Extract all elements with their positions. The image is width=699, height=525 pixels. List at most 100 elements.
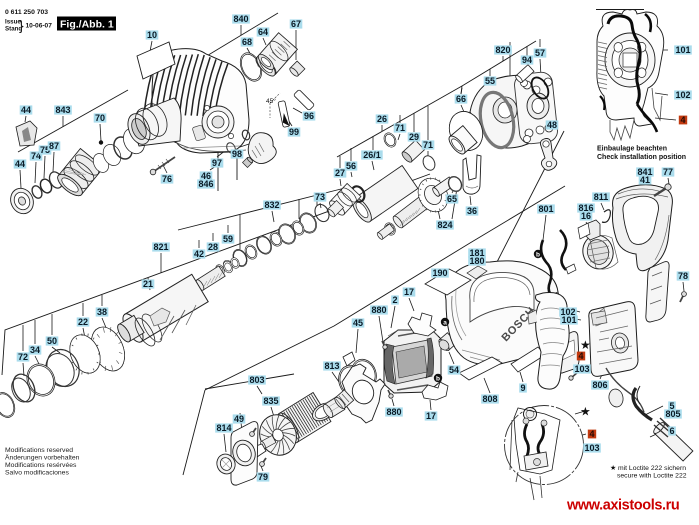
svg-text:72: 72	[18, 352, 28, 362]
svg-text:}: }	[19, 17, 24, 33]
svg-text:★: ★	[580, 338, 591, 352]
svg-text:65: 65	[447, 194, 457, 204]
svg-text:180: 180	[469, 256, 484, 266]
svg-text:www.axistools.ru: www.axistools.ru	[566, 498, 679, 514]
svg-text:Fig./Abb. 1: Fig./Abb. 1	[60, 19, 114, 31]
svg-text:54: 54	[449, 365, 459, 375]
svg-text:806: 806	[592, 380, 607, 390]
svg-text:44: 44	[15, 159, 25, 169]
svg-text:Modifications resérvées: Modifications resérvées	[5, 462, 77, 469]
svg-text:835: 835	[263, 396, 278, 406]
svg-text:48: 48	[547, 120, 557, 130]
svg-text:813: 813	[324, 361, 339, 371]
svg-text:b: b	[536, 251, 540, 258]
svg-text:103: 103	[574, 364, 589, 374]
svg-text:secure with Loctite 222: secure with Loctite 222	[617, 473, 687, 480]
svg-text:5: 5	[669, 401, 674, 411]
svg-text:26/1: 26/1	[363, 150, 381, 160]
svg-text:820: 820	[495, 45, 510, 55]
svg-text:Modifications reserved: Modifications reserved	[5, 447, 73, 454]
svg-text:a: a	[443, 319, 447, 326]
svg-text:102: 102	[675, 90, 690, 100]
svg-text:45: 45	[353, 318, 363, 328]
svg-text:17: 17	[426, 411, 436, 421]
svg-text:Check installation position: Check installation position	[597, 154, 686, 161]
svg-text:4: 4	[680, 115, 685, 125]
svg-text:26: 26	[377, 114, 387, 124]
svg-text:74: 74	[31, 151, 41, 161]
svg-text:0 611 250 703: 0 611 250 703	[5, 9, 48, 16]
svg-text:808: 808	[482, 394, 497, 404]
svg-text:101: 101	[675, 45, 690, 55]
svg-text:50: 50	[47, 336, 57, 346]
svg-text:Salvo modificaciones: Salvo modificaciones	[5, 470, 69, 477]
svg-text:102: 102	[560, 307, 575, 317]
svg-text:Änderungen vorbehalten: Änderungen vorbehalten	[5, 454, 80, 462]
svg-text:821: 821	[153, 242, 168, 252]
svg-text:841: 841	[637, 167, 652, 177]
svg-text:103: 103	[584, 443, 599, 453]
svg-text:846: 846	[198, 179, 213, 189]
svg-text:22: 22	[78, 317, 88, 327]
svg-text:38: 38	[97, 307, 107, 317]
svg-text:805: 805	[665, 409, 680, 419]
svg-text:64: 64	[258, 27, 268, 37]
svg-text:181: 181	[469, 248, 484, 258]
svg-text:56: 56	[346, 161, 356, 171]
svg-text:68: 68	[242, 37, 252, 47]
svg-text:94: 94	[522, 55, 532, 65]
svg-text:28: 28	[208, 242, 218, 252]
svg-text:801: 801	[538, 204, 553, 214]
svg-text:78: 78	[678, 271, 688, 281]
svg-text:b: b	[436, 375, 440, 382]
svg-text:34: 34	[30, 345, 40, 355]
svg-text:Issue: Issue	[5, 19, 21, 26]
svg-text:59: 59	[223, 234, 233, 244]
svg-text:71: 71	[423, 140, 433, 150]
svg-text:101: 101	[561, 315, 576, 325]
svg-text:824: 824	[437, 220, 452, 230]
svg-text:41: 41	[640, 175, 650, 185]
svg-text:70: 70	[95, 113, 105, 123]
svg-text:21: 21	[143, 279, 153, 289]
svg-text:843: 843	[55, 105, 70, 115]
svg-text:★: ★	[580, 405, 591, 419]
svg-text:814: 814	[216, 423, 231, 433]
svg-text:4: 4	[578, 351, 583, 361]
svg-text:97: 97	[212, 158, 222, 168]
svg-text:9: 9	[520, 383, 525, 393]
svg-text:880: 880	[371, 305, 386, 315]
svg-text:79: 79	[258, 472, 268, 482]
svg-text:840: 840	[233, 14, 248, 24]
svg-text:73: 73	[315, 192, 325, 202]
svg-text:75: 75	[40, 145, 50, 155]
svg-text:76: 76	[162, 174, 172, 184]
svg-text:87: 87	[49, 141, 59, 151]
svg-text:811: 811	[594, 192, 609, 202]
svg-text:67: 67	[291, 19, 301, 29]
svg-text:77: 77	[663, 167, 673, 177]
svg-text:4: 4	[589, 429, 594, 439]
svg-text:16: 16	[581, 211, 591, 221]
svg-text:2: 2	[392, 295, 397, 305]
svg-text:880: 880	[386, 407, 401, 417]
svg-text:10: 10	[147, 30, 157, 40]
svg-text:Stand: Stand	[5, 26, 22, 33]
svg-text:44: 44	[21, 105, 31, 115]
svg-text:832: 832	[264, 200, 279, 210]
svg-text:46: 46	[201, 171, 211, 181]
svg-text:55: 55	[485, 76, 495, 86]
svg-text:42: 42	[194, 249, 204, 259]
svg-text:6: 6	[669, 426, 674, 436]
svg-text:10-06-07: 10-06-07	[26, 23, 53, 30]
svg-text:816: 816	[578, 203, 593, 213]
svg-text:27: 27	[335, 168, 345, 178]
svg-text:29: 29	[409, 132, 419, 142]
svg-text:190: 190	[432, 268, 447, 278]
svg-text:71: 71	[395, 123, 405, 133]
svg-text:★ mit Loctite 222 sichern: ★ mit Loctite 222 sichern	[610, 464, 686, 472]
svg-text:36: 36	[467, 206, 477, 216]
svg-text:17: 17	[404, 287, 414, 297]
svg-text:99: 99	[289, 127, 299, 137]
svg-text:66: 66	[456, 94, 466, 104]
